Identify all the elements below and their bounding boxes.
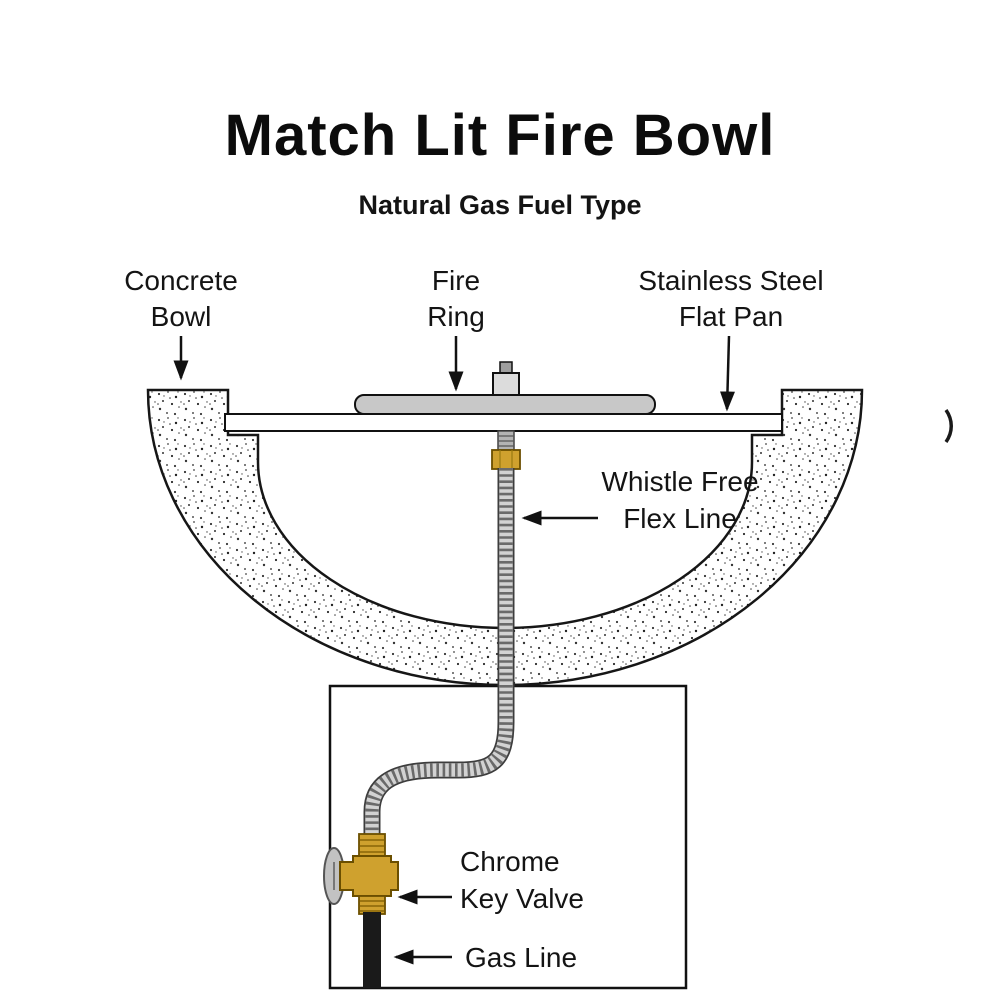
concrete-bowl <box>146 388 864 687</box>
concrete-bowl-label-line1: Concrete <box>124 265 238 296</box>
fire-ring-hub <box>492 372 520 396</box>
flat-pan-arrow <box>719 335 735 412</box>
valve-bottom-fitting-threads <box>359 900 385 912</box>
concrete-bowl-shape <box>146 388 864 687</box>
fire-ring-label-line1: Fire <box>432 265 480 296</box>
flex-line-label-line1: Whistle Free <box>601 466 758 497</box>
flex-line-hose <box>363 468 515 838</box>
valve-top-fitting-threads <box>359 839 385 853</box>
hose-corrugation <box>365 468 513 838</box>
pan-brass-nut <box>491 449 521 470</box>
pan-fitting <box>491 430 521 470</box>
gas-pipe-shape <box>363 912 381 988</box>
callout-arrows <box>173 335 735 965</box>
pan-brass-nut-facets <box>499 450 513 469</box>
callout-labels: Concrete Bowl Fire Ring Stainless Steel … <box>124 265 823 973</box>
key-valve-label-line2: Key Valve <box>460 883 584 914</box>
page-title: Match Lit Fire Bowl <box>225 103 776 168</box>
fire-ring <box>354 361 656 415</box>
flat-pan-label-line2: Flat Pan <box>679 301 783 332</box>
page-subtitle: Natural Gas Fuel Type <box>358 190 641 220</box>
concrete-bowl-label-line2: Bowl <box>151 301 212 332</box>
key-valve <box>323 833 399 915</box>
stray-mark <box>944 408 953 444</box>
valve-tee-body <box>339 855 399 897</box>
fire-ring-label-line2: Ring <box>427 301 485 332</box>
fire-ring-cap <box>499 361 513 374</box>
valve-top-fitting <box>358 833 386 857</box>
flat-pan-label-line1: Stainless Steel <box>638 265 823 296</box>
pan-nipple-threads <box>498 435 514 447</box>
key-valve-label-line1: Chrome <box>460 846 560 877</box>
gas-line-pipe <box>363 912 381 988</box>
flat-pan-shape <box>224 413 783 432</box>
gas-line-label: Gas Line <box>465 942 577 973</box>
fire-ring-tube <box>354 394 656 415</box>
flex-line-label-line2: Flex Line <box>623 503 737 534</box>
flat-pan <box>224 413 783 432</box>
